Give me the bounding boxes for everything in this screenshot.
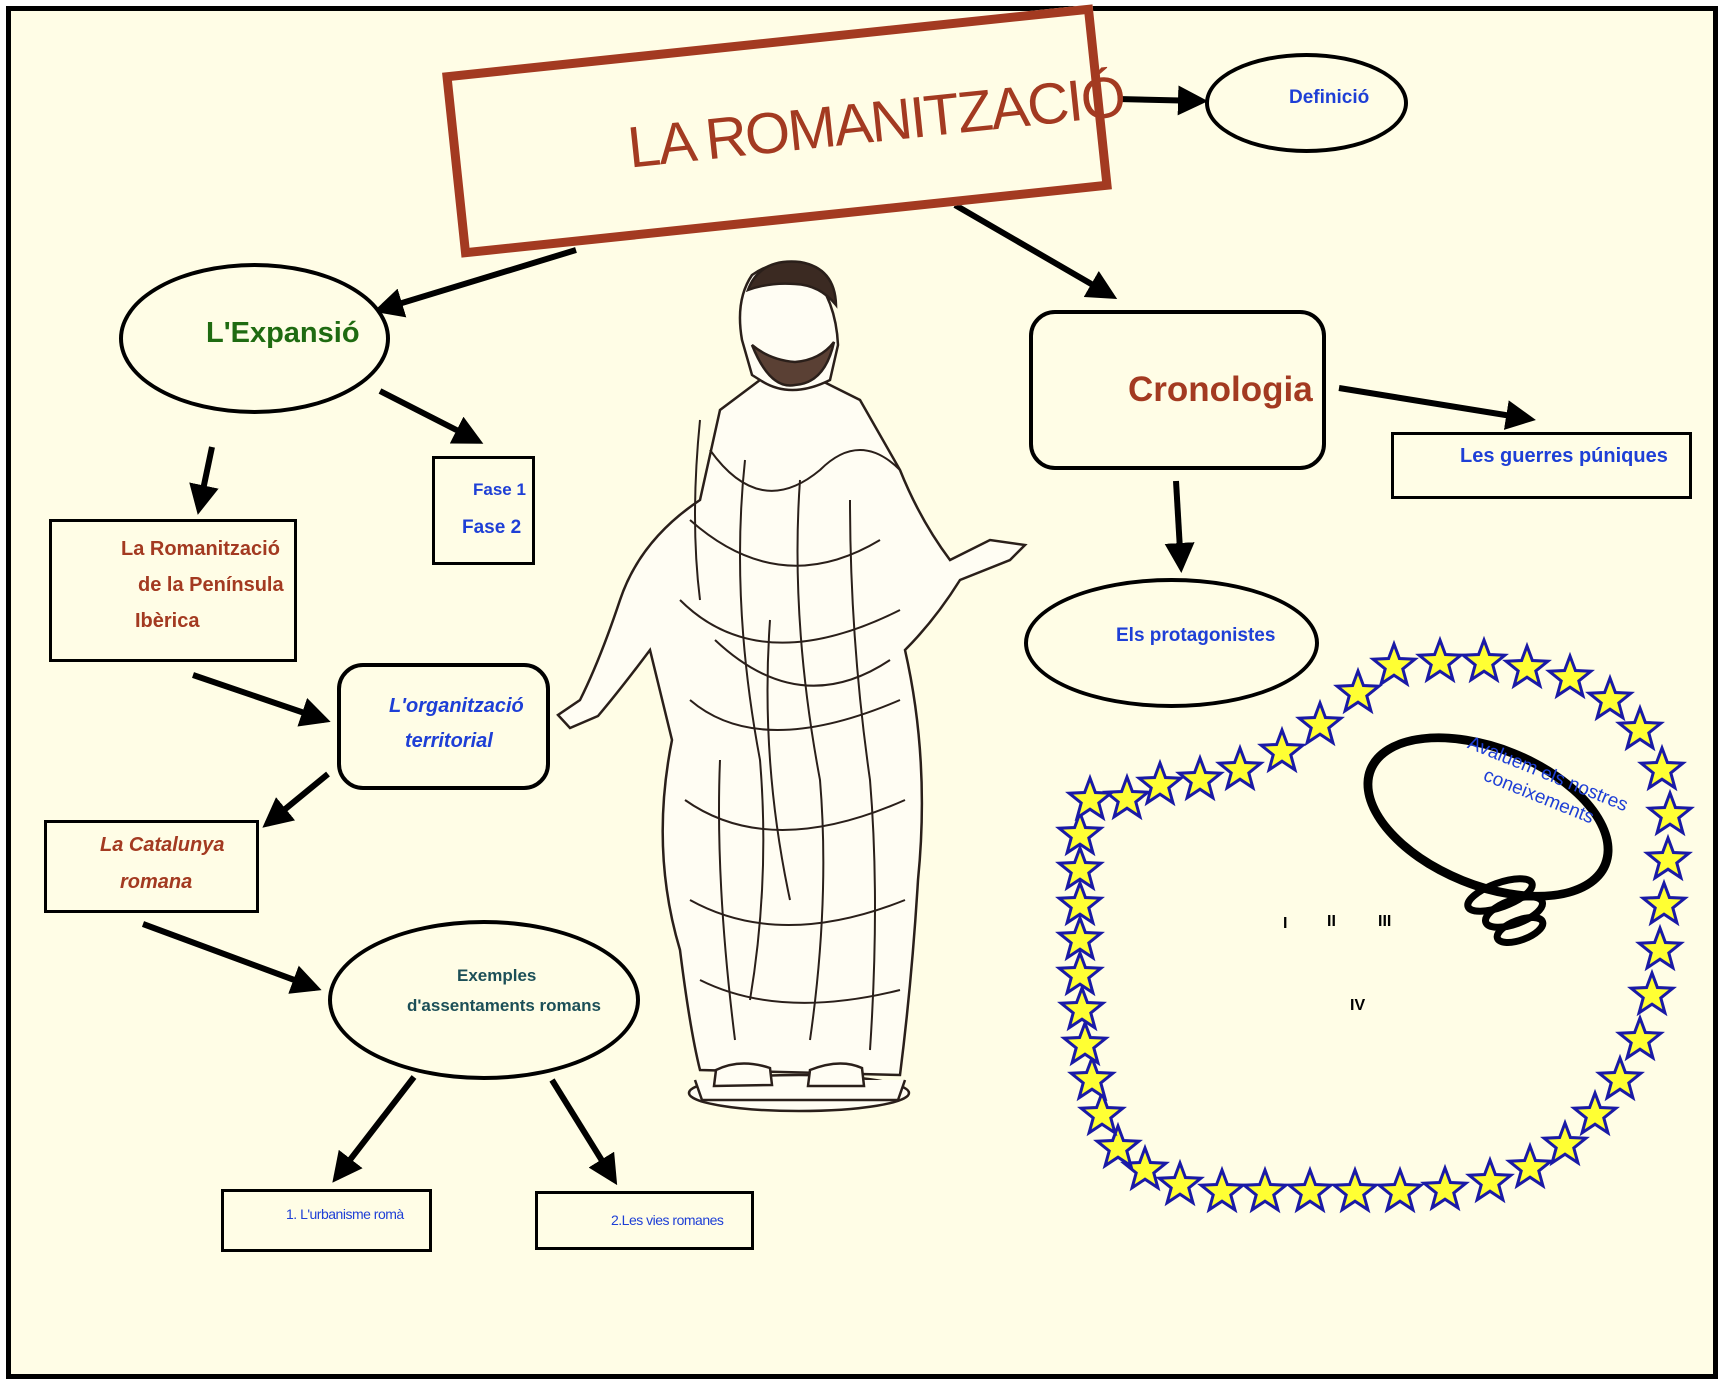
arrow-title-definicio (1117, 85, 1208, 116)
label-vies: 2.Les vies romanes (611, 1212, 724, 1228)
star-icon (1155, 1158, 1205, 1207)
label-organitzacio-line1: L'organització (389, 695, 524, 717)
star-icon (1459, 635, 1509, 684)
node-romanitzacio-peninsula[interactable]: La Romanització de la Península Ibèrica (49, 519, 297, 662)
star-icon (1502, 641, 1552, 690)
star-icon (1093, 1121, 1143, 1170)
star-icon (1333, 666, 1383, 715)
node-exemples-assentaments[interactable]: Exemples d'assentaments romans (328, 920, 640, 1080)
star-icon (1065, 773, 1115, 822)
label-exemples-line2: d'assentaments romans (407, 996, 601, 1015)
star-icon (1585, 673, 1635, 722)
star-icon (1285, 1165, 1335, 1214)
star-icon (1505, 1141, 1555, 1190)
star-icon (1615, 703, 1665, 752)
star-icon (1615, 1013, 1665, 1062)
star-icon (1055, 808, 1105, 857)
arrow-catalunya-exemples (141, 921, 322, 994)
evaluation-level-i[interactable]: I (1283, 915, 1288, 932)
label-organitzacio-line2: territorial (405, 730, 493, 752)
arrow-organitzacio-catalunya (262, 771, 330, 828)
star-icon (1135, 758, 1185, 807)
label-protagonistes: Els protagonistes (1116, 625, 1276, 646)
arrow-exemples-urbanisme (332, 1075, 417, 1183)
label-romanitzacio-line2: de la Península (138, 574, 284, 596)
star-icon (1295, 698, 1345, 747)
node-guerres-puniques[interactable]: Les guerres púniques (1391, 432, 1692, 499)
label-catalunya-line1: La Catalunya (100, 834, 225, 856)
star-icon (1420, 1163, 1470, 1212)
page-title: LA ROMANITZACIÓ (624, 63, 1128, 181)
star-icon (1540, 1118, 1590, 1167)
star-icon (1635, 923, 1685, 972)
star-icon (1545, 651, 1595, 700)
label-romanitzacio-line1: La Romanització (121, 538, 280, 560)
star-icon (1057, 983, 1107, 1032)
label-guerres: Les guerres púniques (1460, 445, 1668, 467)
star-icon (1645, 788, 1695, 837)
label-cronologia: Cronologia (1128, 370, 1313, 409)
arrow-cronologia-protagonistes (1164, 480, 1195, 573)
arrow-romanitzacio-organitzacio (192, 672, 331, 727)
star-icon (1643, 833, 1693, 882)
star-icon (1415, 635, 1465, 684)
label-expansio: L'Expansió (206, 317, 360, 349)
label-definicio: Definició (1289, 87, 1370, 108)
roman-statue-illustration (556, 260, 1028, 1113)
star-icon (1257, 725, 1307, 774)
label-urbanisme: 1. L'urbanisme romà (286, 1206, 404, 1222)
star-icon (1175, 753, 1225, 802)
label-romanitzacio-line3: Ibèrica (135, 610, 200, 632)
evaluation-level-ii[interactable]: II (1327, 913, 1336, 930)
star-icon (1627, 968, 1677, 1017)
star-icon (1055, 948, 1105, 997)
star-icon (1197, 1165, 1247, 1214)
arrow-exemples-vies (549, 1078, 618, 1186)
star-icon (1375, 1165, 1425, 1214)
label-exemples-line1: Exemples (457, 966, 537, 985)
star-icon (1369, 639, 1419, 688)
star-icon (1055, 913, 1105, 962)
node-expansio[interactable]: L'Expansió (119, 263, 390, 414)
star-icon (1465, 1155, 1515, 1204)
arrow-expansio-romanitzacio (189, 446, 219, 515)
star-icon (1570, 1088, 1620, 1137)
star-icon (1215, 743, 1265, 792)
evaluation-level-iv[interactable]: IV (1350, 997, 1366, 1014)
node-cronologia[interactable]: Cronologia (1029, 310, 1326, 470)
node-vies-romanes[interactable]: 2.Les vies romanes (535, 1191, 754, 1250)
arrow-expansio-fases (378, 388, 484, 444)
arrow-cronologia-guerres (1338, 385, 1536, 430)
star-icon (1595, 1053, 1645, 1102)
node-protagonistes[interactable]: Els protagonistes (1024, 578, 1319, 708)
star-icon (1060, 1018, 1110, 1067)
star-icon (1102, 772, 1152, 821)
star-icon (1067, 1053, 1117, 1102)
star-icon (1077, 1088, 1127, 1137)
node-urbanisme-roma[interactable]: 1. L'urbanisme romà (221, 1189, 432, 1252)
star-icon (1055, 843, 1105, 892)
label-fase-2: Fase 2 (462, 517, 522, 538)
label-fase-1: Fase 1 (473, 480, 526, 499)
node-catalunya-romana[interactable]: La Catalunya romana (44, 820, 259, 913)
star-icon (1240, 1165, 1290, 1214)
evaluation-level-iii[interactable]: III (1378, 913, 1392, 930)
node-fases[interactable]: Fase 1 Fase 2 (432, 456, 535, 565)
node-organitzacio-territorial[interactable]: L'organització territorial (337, 663, 550, 790)
arrow-title-expansio (373, 247, 577, 318)
star-icon (1120, 1143, 1170, 1192)
arrow-title-cronologia (953, 202, 1118, 300)
star-icon (1637, 743, 1687, 792)
label-catalunya-line2: romana (120, 871, 193, 893)
star-icon (1639, 878, 1689, 927)
node-definicio[interactable]: Definició (1205, 53, 1408, 153)
star-loop (1055, 635, 1695, 1214)
star-icon (1330, 1165, 1380, 1214)
star-icon (1055, 878, 1105, 927)
